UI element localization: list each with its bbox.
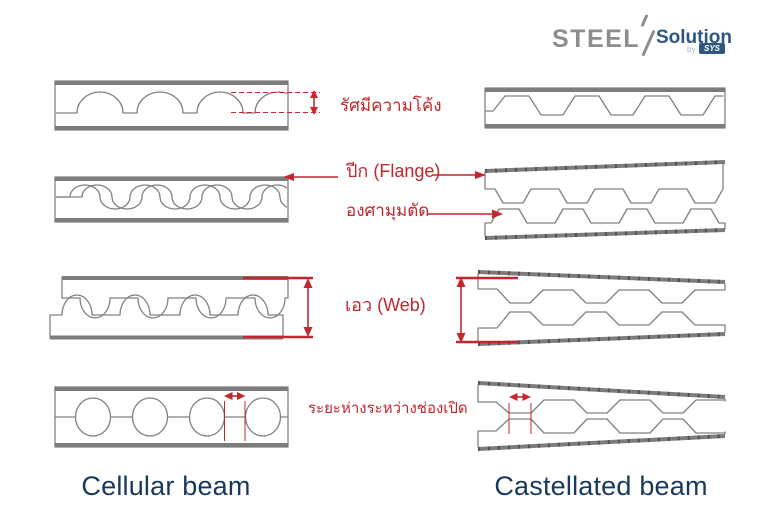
beam-outline xyxy=(54,176,289,223)
flange-pointer-arrows xyxy=(283,171,503,219)
web-label: เอว (Web) xyxy=(345,295,426,315)
flange-bars xyxy=(485,88,725,128)
arrow-right-icon xyxy=(237,392,246,400)
sys-brand-badge: SYS xyxy=(699,43,725,54)
castellated-beam-halves xyxy=(484,160,726,240)
arrow-up-icon xyxy=(456,277,466,287)
castellated-beam-cut-profile xyxy=(484,87,726,129)
top-flange-hatch xyxy=(477,381,726,399)
circular-opening xyxy=(188,397,226,437)
cellular-beam-wave-cut xyxy=(54,176,289,223)
radius-label: รัศมีความโค้ง xyxy=(340,96,442,115)
radius-dimension xyxy=(231,90,320,115)
arrow-right-icon xyxy=(522,393,531,401)
logo-steel-text: STEEL xyxy=(552,25,641,53)
flange-bars xyxy=(55,177,288,222)
upper-half-web xyxy=(484,163,724,204)
circular-opening xyxy=(74,397,112,437)
bottom-flange-hatch xyxy=(484,228,726,240)
cellular-beam-assembled xyxy=(54,386,289,448)
arrow-up-icon xyxy=(303,278,313,288)
circular-opening xyxy=(131,397,169,437)
hexagonal-web xyxy=(477,384,726,448)
flange-bars xyxy=(55,81,288,130)
bottom-flange-hatch xyxy=(477,332,726,346)
web-dimension-left xyxy=(243,276,313,339)
lower-half-web xyxy=(49,294,284,339)
arrow-up-icon xyxy=(310,90,318,98)
web-extension-lines xyxy=(456,276,518,344)
cut-angle-label: องศามุมตัด xyxy=(346,201,430,220)
web-extension-lines xyxy=(243,276,313,339)
arrow-down-icon xyxy=(303,327,313,337)
wave-cut-line-2 xyxy=(56,184,287,210)
hexagonal-web xyxy=(477,273,726,343)
bottom-flange-hatch xyxy=(477,434,726,451)
flange-label: ปีก (Flange) xyxy=(346,161,441,181)
upper-half-web xyxy=(61,276,289,319)
wave-cut-line-1 xyxy=(56,184,287,210)
castellated-beam-assembled-2 xyxy=(477,381,726,451)
castellated-beam-assembled xyxy=(477,270,726,346)
spacing-dimension-left xyxy=(224,392,246,441)
cellular-beam-cut-profile xyxy=(54,80,289,131)
logo-solution-text: Solution xyxy=(656,27,732,48)
arrow-left-icon xyxy=(509,393,518,401)
arrow-left-icon xyxy=(224,392,233,400)
beam-outline xyxy=(484,87,726,129)
cellular-beam-caption: Cellular beam xyxy=(81,471,251,501)
spacing-dimension-right xyxy=(508,393,532,434)
arrow-left-icon xyxy=(283,173,294,181)
cellular-beam-halves xyxy=(49,276,289,340)
flange-bars xyxy=(50,276,288,340)
radius-extension-lines xyxy=(231,92,320,113)
flange-bars xyxy=(55,387,288,447)
spacing-witness-lines xyxy=(224,401,246,441)
trapezoid-cut-line xyxy=(485,95,724,116)
circular-opening xyxy=(244,397,282,437)
castellated-beam-caption: Castellated beam xyxy=(494,471,708,501)
arrow-right-icon xyxy=(475,171,486,179)
lower-half-web xyxy=(484,208,726,237)
beam-outline xyxy=(54,80,289,131)
web-dimension-right xyxy=(456,276,518,344)
arrow-down-icon xyxy=(310,107,318,115)
arrow-down-icon xyxy=(456,333,466,343)
arrow-right-icon xyxy=(492,209,503,219)
spacing-witness-lines xyxy=(508,403,532,434)
opening-spacing-label: ระยะห่างระหว่างช่องเปิด xyxy=(308,400,468,417)
top-flange-hatch xyxy=(484,160,726,173)
top-flange-hatch xyxy=(477,270,726,284)
semicircle-cut-line xyxy=(56,91,287,114)
logo-by-text: by xyxy=(687,45,696,54)
